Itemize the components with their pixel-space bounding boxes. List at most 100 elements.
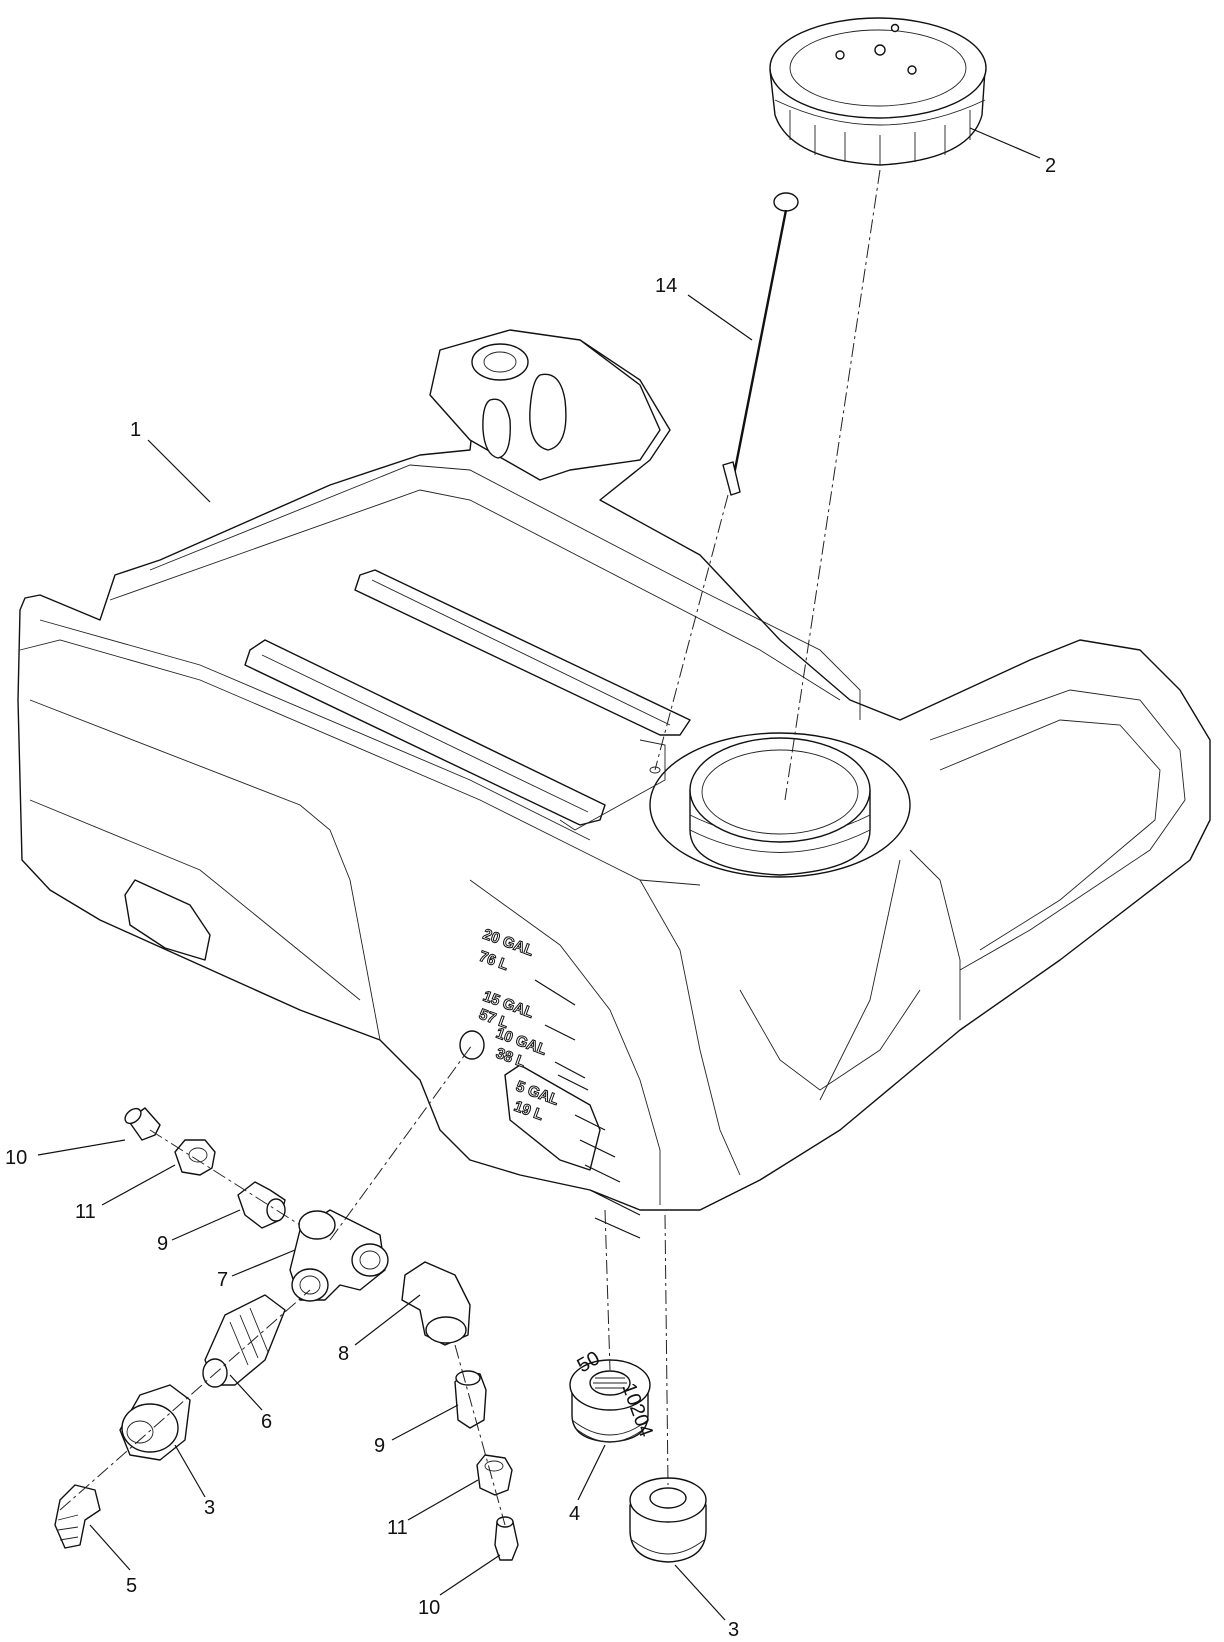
- tank-cap: [769, 17, 987, 166]
- callout-1: 1: [130, 419, 141, 441]
- elbow-8: [401, 1261, 471, 1346]
- tank-left-panel-2: [29, 799, 361, 1001]
- nut-body: [174, 1139, 216, 1176]
- callout-2: 2: [1045, 155, 1056, 177]
- bulkhead-3b: [629, 1477, 707, 1563]
- cap-hole: [907, 65, 917, 75]
- callout-3-left: 3: [204, 1497, 215, 1519]
- leader-7: [231, 1249, 296, 1277]
- dipstick-boss: [559, 739, 666, 831]
- callout-4: 4: [569, 1503, 580, 1525]
- tee-port-right: [351, 1243, 389, 1277]
- handle-hole-1: [471, 343, 529, 381]
- adapter-top: [455, 1370, 481, 1386]
- tank-front-face: [469, 879, 661, 1205]
- dipstick-hole: [649, 766, 661, 774]
- dipstick-tip: [722, 461, 741, 496]
- bulkhead-thread: [631, 1539, 705, 1555]
- tank-right-front: [909, 849, 961, 1020]
- tank-body: [17, 334, 1211, 1211]
- bulkhead-nut: [121, 1403, 179, 1453]
- tank-left-pocket: [124, 879, 211, 961]
- handle-hole-3: [482, 398, 511, 459]
- barb-end: [124, 1107, 142, 1125]
- leader-1: [147, 439, 211, 503]
- tee-port-top: [298, 1210, 336, 1240]
- tank-top-plateau-2: [109, 489, 841, 701]
- leader-10b: [439, 1554, 501, 1596]
- tank-right-lobe-2: [939, 719, 1161, 951]
- tank-left-panel: [29, 699, 381, 1041]
- bulkhead-bore: [126, 1420, 154, 1444]
- cap-hole: [835, 50, 845, 60]
- tank-top-edge-inner: [39, 619, 591, 841]
- assembly-centerlines: [59, 169, 881, 1526]
- strainer-thread: [571, 1419, 649, 1443]
- grad-line: [574, 1114, 606, 1131]
- tee-port-bottom: [291, 1268, 329, 1302]
- leader-4: [577, 1444, 606, 1501]
- cap-hole: [890, 23, 900, 33]
- barb-body: [494, 1521, 519, 1561]
- tee-port-right-bore: [359, 1250, 381, 1270]
- tank-front-pocket: [504, 1064, 601, 1171]
- handle-hole-1-inner: [483, 351, 517, 373]
- filter-6: [202, 1294, 286, 1388]
- tank-side-hole: [459, 1030, 485, 1060]
- hose-barb-10b: [494, 1516, 519, 1561]
- grad-line: [554, 1061, 586, 1079]
- grad-line: [544, 1024, 576, 1041]
- filter-ribs: [229, 1307, 269, 1366]
- tee-port-bottom-bore: [299, 1275, 321, 1295]
- adapter-9b: [454, 1370, 487, 1429]
- centerline-fittings-upper: [149, 1129, 301, 1226]
- leader-9a: [171, 1209, 241, 1241]
- callout-3-right: 3: [728, 1619, 739, 1641]
- leader-3b: [674, 1564, 726, 1621]
- leader-lines: [37, 127, 1041, 1621]
- tank-rib-upper-inner: [371, 579, 671, 726]
- callout-10-upper: 10: [5, 1147, 27, 1169]
- elbow-barb-body: [54, 1484, 101, 1549]
- callout-9-upper: 9: [157, 1233, 168, 1255]
- callout-11-upper: 11: [75, 1201, 96, 1223]
- grad-line: [579, 1139, 616, 1158]
- barb-elbow-5: [54, 1484, 101, 1549]
- centerline-dipstick: [654, 494, 729, 771]
- callout-labels: 1 2 14 10 11 9 7 8 6 3 5 9 11 10 4 3: [5, 155, 1056, 1641]
- cap-hole-center: [874, 44, 886, 56]
- callout-14: 14: [655, 275, 677, 297]
- leader-5: [89, 1524, 131, 1571]
- strainer-4: 50 10204: [569, 1347, 657, 1443]
- callout-11-lower: 11: [387, 1517, 408, 1539]
- callout-7: 7: [217, 1269, 228, 1291]
- filler-opening: [689, 737, 871, 843]
- leader-3a: [174, 1444, 206, 1498]
- grad-line: [589, 1189, 641, 1216]
- barb-rings: [57, 1514, 79, 1541]
- cap-top: [769, 17, 987, 119]
- handle-hole-2: [529, 373, 567, 451]
- centerline-fittings-lower: [59, 1289, 311, 1511]
- nut-bore: [484, 1460, 504, 1472]
- tee-7: [289, 1209, 389, 1302]
- bulkhead-screen: [649, 1487, 687, 1509]
- dipstick-rod: [731, 209, 788, 481]
- leader-14: [687, 294, 753, 341]
- tank-right-lobe: [929, 689, 1186, 971]
- leader-6: [229, 1374, 263, 1411]
- leader-11a: [101, 1164, 176, 1206]
- leader-8: [354, 1294, 421, 1346]
- centerline-bulkhead: [664, 1214, 669, 1486]
- dipstick-knob: [773, 192, 799, 212]
- barb-top: [496, 1516, 514, 1528]
- cap-grip: [789, 110, 971, 165]
- callout-5: 5: [126, 1575, 137, 1597]
- centerline-cap: [784, 169, 881, 801]
- bulkhead-3a: [119, 1384, 191, 1461]
- cap-skirt: [774, 99, 986, 126]
- nut-11a: [174, 1139, 216, 1176]
- callout-8: 8: [338, 1343, 349, 1365]
- leader-11b: [407, 1479, 479, 1521]
